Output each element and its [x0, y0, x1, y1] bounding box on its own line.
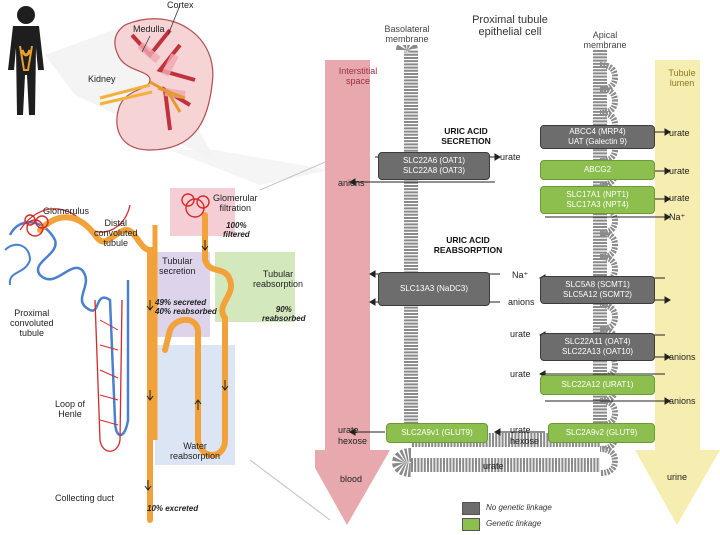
- secreted-percent: 49% secreted 40% reabsorbed: [155, 298, 217, 316]
- urate-label-abcg2: urate: [669, 166, 690, 176]
- legend-genetic-linkage: Genetic linkage: [486, 519, 542, 528]
- bottom-urate-label: urate: [483, 461, 504, 471]
- abcg2-transporter: ABCG2: [540, 160, 655, 180]
- urate-label-glut9b: urate: [510, 425, 531, 435]
- urate-label-oat1: urate: [500, 152, 521, 162]
- na-label-npt: Na⁺: [669, 212, 686, 222]
- uric-acid-reabsorption-heading: URIC ACID REABSORPTION: [433, 235, 503, 255]
- anions-label-nadc3: anions: [508, 297, 535, 307]
- urate-label-abcc4: urate: [669, 128, 690, 138]
- urate-label-urat1: urate: [510, 369, 531, 379]
- basolateral-membrane-label: Basolateral membrane: [384, 24, 430, 44]
- cell-diagram: [315, 45, 720, 525]
- excreted-percent: 10% excreted: [147, 504, 199, 513]
- blood-arrow: [315, 60, 390, 525]
- kidney-label: Kidney: [88, 74, 116, 84]
- smct-transporter: SLC5A8 (SCMT1) SLC5A12 (SCMT2): [540, 276, 655, 304]
- tubular-secretion-label: Tubular secretion: [159, 256, 196, 276]
- interstitial-space-label: Interstitial space: [338, 66, 378, 86]
- loop-of-henle-label: Loop of Henle: [55, 399, 86, 419]
- urine-arrow: [635, 60, 720, 525]
- na-label-nadc3: Na⁺: [512, 270, 529, 280]
- hexose-label-glut9b: hexose: [510, 436, 540, 446]
- urate-label-oat4: urate: [510, 329, 531, 339]
- abcc4-transporter: ABCC4 (MRP4) UAT (Galectin 9): [540, 125, 655, 149]
- cell-membrane: [392, 45, 619, 477]
- hexose-label-glut9a: hexose: [338, 436, 368, 446]
- tubular-reabsorption-label: Tubular reabsorption: [253, 269, 304, 289]
- nadc3-transporter: SLC13A3 (NaDC3): [378, 272, 490, 306]
- oat1-transporter: SLC22A6 (OAT1) SLC22A8 (OAT3): [378, 152, 490, 180]
- glomerular-filtration-label: Glomerular filtration: [213, 193, 258, 213]
- npt-transporter: SLC17A1 (NPT1) SLC17A3 (NPT4): [540, 186, 655, 214]
- cortex-label: Cortex: [167, 0, 194, 10]
- medulla-label: Medulla: [133, 24, 165, 34]
- glomerulus-label: Glomerulus: [43, 206, 90, 216]
- urate-label-npt: urate: [669, 193, 690, 203]
- glut9-v2-transporter: SLC2A9v2 (GLUT9): [548, 423, 655, 443]
- oat4-transporter: SLC22A11 (OAT4) SLC22A13 (OAT10): [540, 333, 655, 361]
- distal-convoluted-tubule-label: Distal convoluted tubule: [94, 218, 138, 248]
- apical-membrane-label: Apical membrane: [583, 30, 627, 50]
- nephron-tubules: [4, 204, 235, 523]
- glomerulus-knot: [24, 193, 210, 237]
- legend-green-swatch: [462, 518, 480, 531]
- urine-label: urine: [667, 472, 688, 482]
- flow-arrows: [144, 240, 229, 491]
- blood-label: blood: [340, 474, 363, 484]
- reabsorbed-percent: 90% reabsorbed: [262, 305, 306, 323]
- glut9-v1-transporter: SLC2A9v1 (GLUT9): [386, 423, 488, 443]
- legend-no-genetic-linkage: No genetic linkage: [486, 503, 552, 512]
- filtered-percent: 100% filtered: [223, 221, 250, 239]
- collecting-duct-label: Collecting duct: [55, 493, 115, 503]
- legend-grey-swatch: [462, 502, 480, 515]
- proximal-convoluted-tubule-label: Proximal convoluted tubule: [10, 308, 54, 338]
- human-silhouette: [8, 6, 44, 115]
- anions-label-oat1: anions: [338, 178, 365, 188]
- urate-label-glut9a: urate: [338, 425, 359, 435]
- kidney-cross-section: [99, 18, 214, 151]
- urat1-transporter: SLC22A12 (URAT1): [540, 375, 655, 395]
- nephron-illustration: [4, 4, 330, 523]
- anions-label-oat4: anions: [669, 352, 696, 362]
- tubule-lumen-label: Tubule lumen: [668, 68, 696, 88]
- uric-acid-secretion-heading: URIC ACID SECRETION: [441, 126, 491, 146]
- anions-label-urat1: anions: [669, 396, 696, 406]
- cell-title: Proximal tubule epithelial cell: [472, 14, 548, 38]
- water-reabsorption-label: Water reabsorption: [170, 441, 221, 461]
